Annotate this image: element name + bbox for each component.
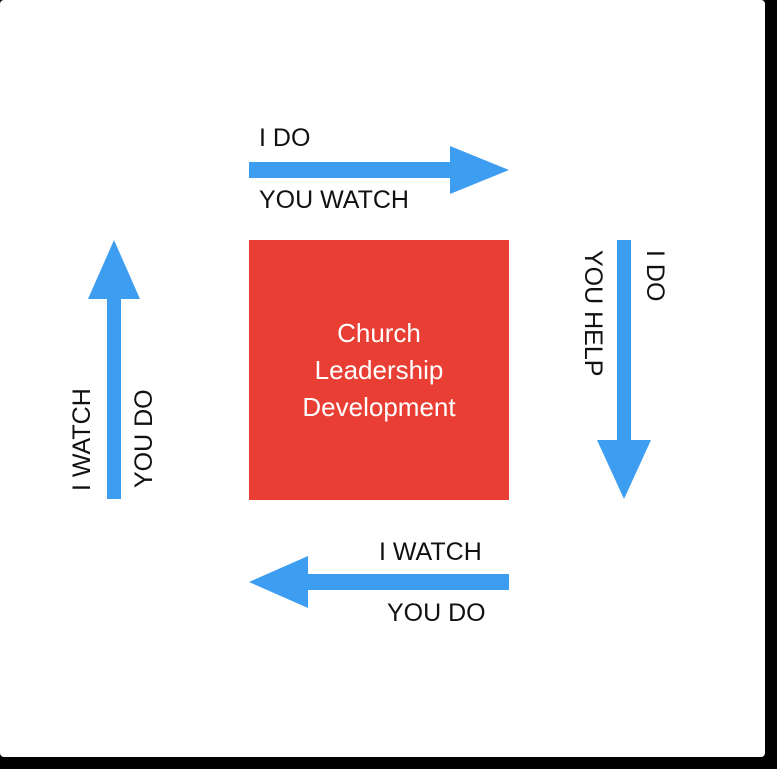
top-arrow <box>249 146 509 194</box>
right-label-inner: YOU HELP <box>579 250 607 377</box>
right-arrow <box>597 240 651 499</box>
top-label-above: I DO <box>259 124 311 152</box>
center-title-line-1: Church <box>337 317 421 348</box>
center-box: Church Leadership Development <box>249 240 509 500</box>
right-label-outer: I DO <box>641 250 669 302</box>
left-label-outer: I WATCH <box>68 388 96 491</box>
left-label-inner: YOU DO <box>130 389 158 488</box>
bottom-label-below: YOU DO <box>387 599 486 627</box>
left-arrow <box>88 240 140 499</box>
center-box-shape <box>249 240 509 500</box>
arrows-layer <box>88 146 651 608</box>
center-title-line-3: Development <box>302 391 456 422</box>
bottom-label-above: I WATCH <box>379 538 482 566</box>
bottom-arrow <box>249 556 509 608</box>
diagram-canvas: Church Leadership Development I DO YOU W… <box>0 0 765 757</box>
top-label-below: YOU WATCH <box>259 186 409 214</box>
center-title-line-2: Leadership <box>314 354 444 385</box>
